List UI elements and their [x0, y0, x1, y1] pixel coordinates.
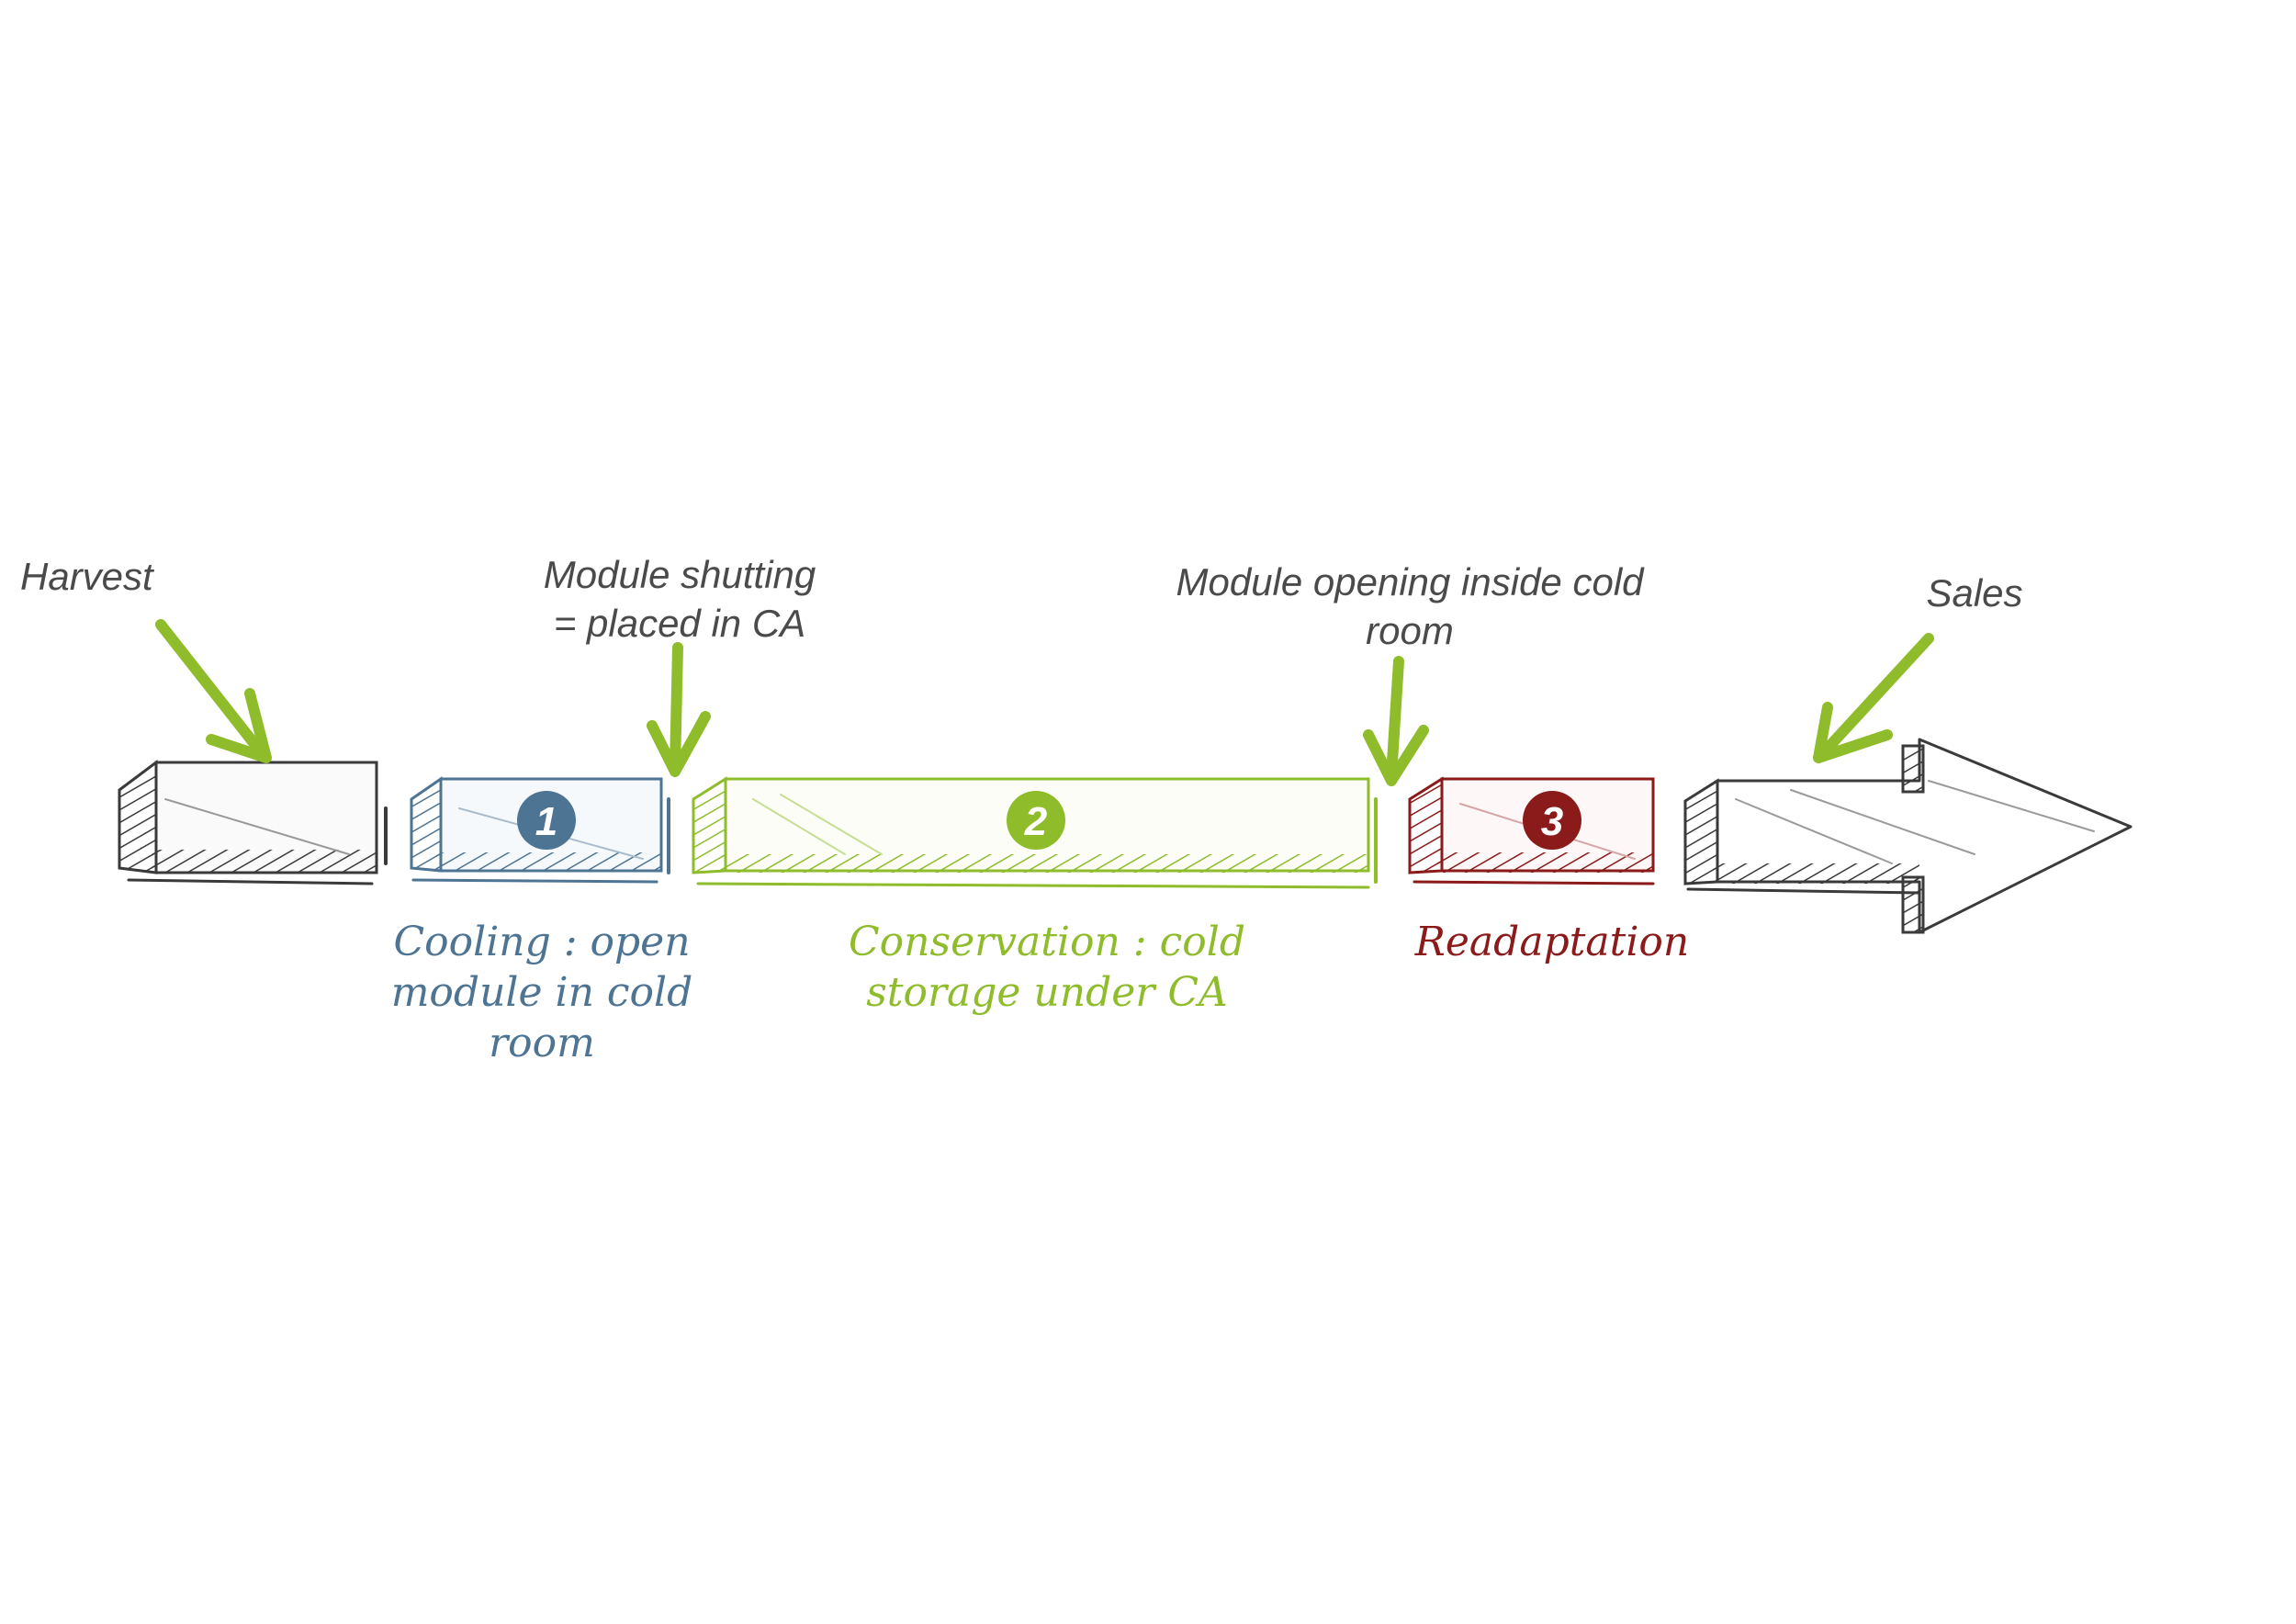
harvest-pointer-arrow: [155, 619, 272, 763]
sales-callout: Sales: [1926, 571, 2022, 615]
module-shutting-callout-line2: = placed in CA: [554, 602, 805, 645]
module-opening-callout-line1: Module opening inside cold: [1176, 560, 1645, 603]
module-shutting-pointer-arrow: [647, 642, 711, 777]
phase-2-label-line2: storage under CA: [866, 969, 1228, 1016]
module-shutting-callout-line1: Module shutting: [544, 553, 816, 596]
harvest-callout: Harvest: [20, 555, 155, 598]
svg-text:1: 1: [535, 799, 557, 844]
module-opening-callout-line2: room: [1366, 609, 1454, 652]
phase-1-label-line3: room: [489, 1020, 595, 1066]
phase-3-badge: 3: [1523, 791, 1581, 850]
phase-1-badge: 1: [517, 791, 576, 850]
svg-text:2: 2: [1024, 799, 1048, 844]
phase-1-label-line1: Cooling : open: [393, 919, 690, 965]
sales-pointer-arrow: [1813, 633, 1934, 763]
phase-2-label-line1: Conservation : cold: [849, 919, 1245, 965]
module-opening-pointer-arrow: [1363, 656, 1429, 786]
phase-2-badge: 2: [1007, 791, 1065, 850]
sales-arrow-block: [1683, 738, 2133, 934]
phase-3-label-line1: Readaptation: [1414, 919, 1689, 965]
svg-text:3: 3: [1541, 799, 1563, 844]
phase-1-label-line2: module in cold: [391, 969, 693, 1016]
harvest-block: [118, 760, 388, 885]
